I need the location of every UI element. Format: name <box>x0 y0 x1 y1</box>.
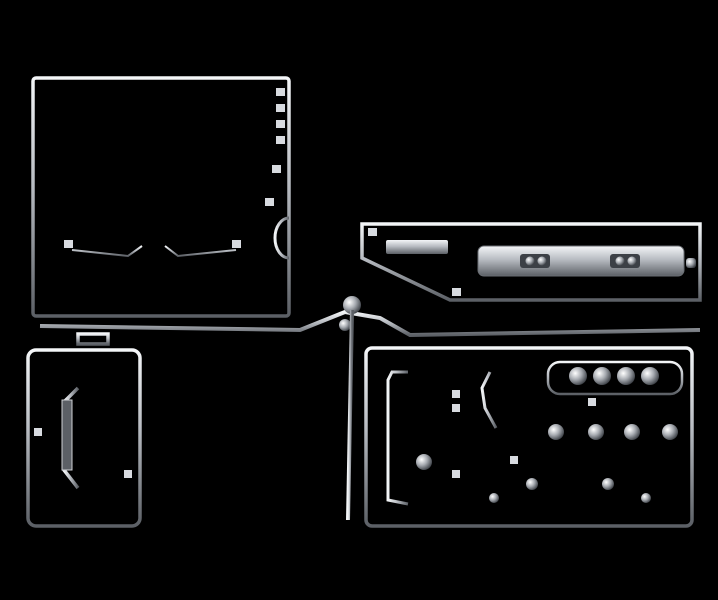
sprue-hub-small <box>339 319 351 331</box>
grille-bar <box>477 245 685 277</box>
sprue-frame-right-top <box>360 222 702 302</box>
sprue-frame-top-left <box>31 76 291 318</box>
tag-27 <box>452 288 461 296</box>
small-fittings <box>489 478 651 503</box>
sprue-runners-top-left <box>58 90 238 330</box>
lamp-row-top <box>546 360 684 396</box>
tab-right <box>686 258 696 268</box>
round-knob <box>416 454 432 470</box>
bumper-bars <box>36 96 287 292</box>
ring-gate <box>273 216 290 260</box>
part-tags-top-left <box>64 88 285 248</box>
mirror-bracket <box>61 386 80 490</box>
main-runner <box>39 309 701 338</box>
tag-28 <box>368 228 377 236</box>
tag-bl-2 <box>124 470 132 478</box>
wiper-arms <box>71 245 237 258</box>
part-tags-bottom-right <box>452 390 596 478</box>
sprue-hub <box>343 296 361 314</box>
horn-part <box>470 371 512 429</box>
step-rails <box>378 370 440 506</box>
tag-bl <box>34 428 42 436</box>
sprue-frame-bottom-left <box>26 332 142 528</box>
small-bracket-part <box>386 240 448 254</box>
vertical-runner <box>346 309 354 521</box>
lamp-row-bottom <box>548 424 678 440</box>
sprue-frame-bottom-right <box>364 346 694 528</box>
